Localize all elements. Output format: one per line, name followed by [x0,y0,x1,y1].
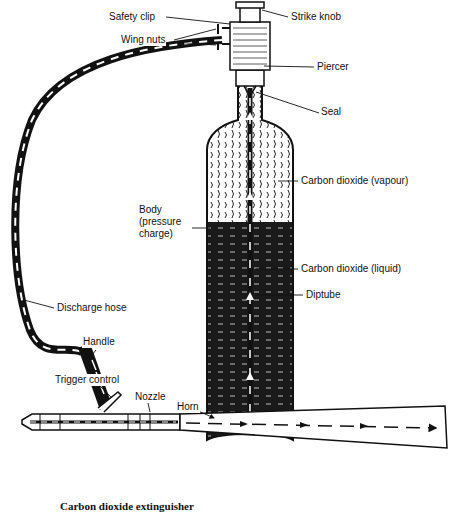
part-label: Seal [320,106,342,118]
part-label: Carbon dioxide (vapour) [300,175,409,187]
part-label: Strike knob [290,11,342,23]
part-label: Horn [176,401,200,413]
part-label: Piercer [316,61,350,73]
figure-caption: Carbon dioxide extinguisher [60,500,194,512]
part-label: Handle [82,336,116,348]
part-label: Diptube [305,289,341,301]
part-label: Safety clip [108,11,156,23]
part-label: Nozzle [134,391,167,403]
part-label: Body (pressure charge) [138,204,192,240]
part-label: Trigger control [54,374,120,386]
part-label: Wing nuts [120,34,166,46]
part-label: Discharge hose [56,302,127,314]
part-label: Carbon dioxide (liquid) [300,263,402,275]
